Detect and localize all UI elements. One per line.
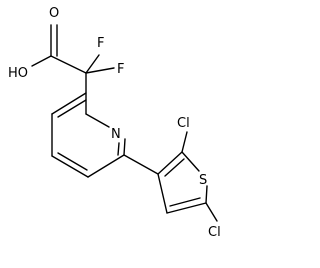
bond-pyridine-n-c6-double xyxy=(117,142,120,156)
bond-thiophene-c5-c4 xyxy=(166,202,207,214)
atom-label-sulfur: S xyxy=(199,173,207,188)
bond-thiophene-chlorine-upper xyxy=(181,131,188,153)
bond-thiophene-c4-c3 xyxy=(157,173,168,214)
bond-hydroxyl-carbon xyxy=(31,55,52,67)
atom-label-fluorine-lower: F xyxy=(117,62,124,77)
bond-thiophene-c5-c4-inner xyxy=(169,197,201,207)
bond-acid-to-cf2 xyxy=(50,55,87,74)
bond-pyridine-c2-n xyxy=(85,113,110,128)
bond-pyridine-n-c6 xyxy=(123,138,126,156)
bond-pyridine-c6-c5 xyxy=(87,154,125,178)
bond-pyridine-c5-c4-inner xyxy=(57,152,88,171)
bond-pyridine-to-thiophene xyxy=(123,154,159,175)
bond-pyridine-c3-c2-inner xyxy=(57,99,87,118)
atom-label-pyridine-nitrogen: N xyxy=(111,127,121,142)
bond-cf2-fluorine-lower xyxy=(85,67,115,74)
bond-thiophene-c2-s xyxy=(181,151,200,172)
atom-label-fluorine-upper: F xyxy=(97,36,104,51)
atom-label-carbonyl-oxygen: O xyxy=(49,6,59,21)
bond-thiophene-chlorine-lower xyxy=(205,202,218,222)
bond-cf2-fluorine-upper xyxy=(85,54,100,74)
bond-thiophene-c3-c2-inner xyxy=(164,158,185,177)
atom-label-chlorine-lower: Cl xyxy=(208,225,221,240)
bond-pyridine-c3-c2 xyxy=(51,92,87,115)
atom-label-chlorine-upper: Cl xyxy=(177,116,190,131)
chemical-structure: HO O F F N S Cl Cl xyxy=(8,6,221,240)
bond-pyridine-c5-c4 xyxy=(51,155,89,178)
bond-thiophene-c3-c2 xyxy=(157,151,183,175)
atom-label-hydroxyl: HO xyxy=(8,66,28,81)
bond-thiophene-s-c5 xyxy=(205,185,208,204)
